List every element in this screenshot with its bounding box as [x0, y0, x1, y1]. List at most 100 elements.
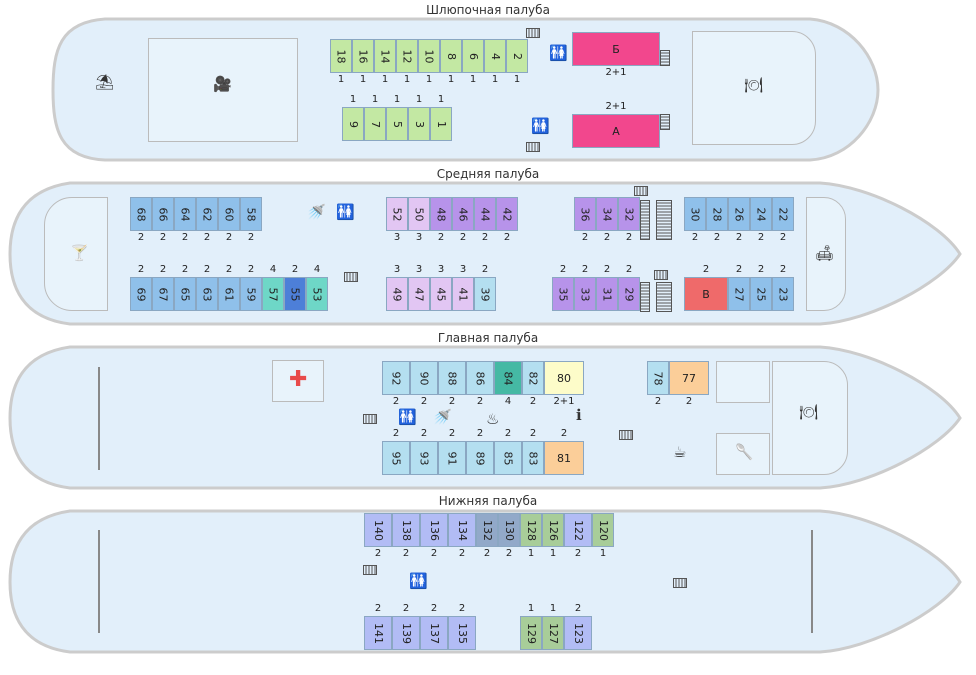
cabin-62[interactable]: 62 — [196, 197, 218, 231]
cabin-69[interactable]: 69 — [130, 277, 152, 311]
cabin-31[interactable]: 31 — [596, 277, 618, 311]
cabin-23[interactable]: 23 — [772, 277, 794, 311]
cabin-57[interactable]: 57 — [262, 277, 284, 311]
cabin-4[interactable]: 4 — [484, 39, 506, 73]
cabin-58[interactable]: 58 — [240, 197, 262, 231]
cabin-capacity: 1 — [425, 74, 433, 85]
cabin-10[interactable]: 10 — [418, 39, 440, 73]
cabin-61[interactable]: 61 — [218, 277, 240, 311]
cabin-93[interactable]: 93 — [410, 441, 438, 475]
restaurant-boat — [692, 31, 816, 145]
cabin-6[interactable]: 6 — [462, 39, 484, 73]
cabin-14[interactable]: 14 — [374, 39, 396, 73]
cabin-83[interactable]: 83 — [522, 441, 544, 475]
cabin-138[interactable]: 138 — [392, 513, 420, 547]
cabin-47[interactable]: 47 — [408, 277, 430, 311]
cabin-78[interactable]: 78 — [647, 361, 669, 395]
cabin-90[interactable]: 90 — [410, 361, 438, 395]
cabin-126[interactable]: 126 — [542, 513, 564, 547]
cabin-137[interactable]: 137 — [420, 616, 448, 650]
cabin-number: 64 — [178, 207, 192, 221]
medical-room — [272, 360, 324, 402]
cabin-128[interactable]: 128 — [520, 513, 542, 547]
cabin-67[interactable]: 67 — [152, 277, 174, 311]
cabin-30[interactable]: 30 — [684, 197, 706, 231]
cabin-Б[interactable]: Б — [572, 32, 660, 66]
cabin-3[interactable]: 3 — [408, 107, 430, 141]
cabin-35[interactable]: 35 — [552, 277, 574, 311]
cabin-95[interactable]: 95 — [382, 441, 410, 475]
cabin-89[interactable]: 89 — [466, 441, 494, 475]
cabin-44[interactable]: 44 — [474, 197, 496, 231]
cabin-68[interactable]: 68 — [130, 197, 152, 231]
cabin-65[interactable]: 65 — [174, 277, 196, 311]
cabin-39[interactable]: 39 — [474, 277, 496, 311]
cabin-А[interactable]: А — [572, 114, 660, 148]
cabin-18[interactable]: 18 — [330, 39, 352, 73]
cabin-66[interactable]: 66 — [152, 197, 174, 231]
stairs-icon — [654, 270, 668, 280]
cabin-46[interactable]: 46 — [452, 197, 474, 231]
cabin-5[interactable]: 5 — [386, 107, 408, 141]
cabin-36[interactable]: 36 — [574, 197, 596, 231]
cabin-27[interactable]: 27 — [728, 277, 750, 311]
cabin-130[interactable]: 130 — [498, 513, 520, 547]
cabin-capacity: 2 — [757, 264, 765, 275]
cabin-50[interactable]: 50 — [408, 197, 430, 231]
cabin-140[interactable]: 140 — [364, 513, 392, 547]
cabin-34[interactable]: 34 — [596, 197, 618, 231]
cabin-16[interactable]: 16 — [352, 39, 374, 73]
cabin-85[interactable]: 85 — [494, 441, 522, 475]
cabin-1[interactable]: 1 — [430, 107, 452, 141]
cabin-33[interactable]: 33 — [574, 277, 596, 311]
cabin-2[interactable]: 2 — [506, 39, 528, 73]
cabin-64[interactable]: 64 — [174, 197, 196, 231]
cabin-capacity: 1 — [527, 603, 535, 614]
cabin-132[interactable]: 132 — [476, 513, 498, 547]
cabin-48[interactable]: 48 — [430, 197, 452, 231]
cabin-88[interactable]: 88 — [438, 361, 466, 395]
cabin-capacity: 1 — [381, 74, 389, 85]
cabin-В[interactable]: В — [684, 277, 728, 311]
cabin-92[interactable]: 92 — [382, 361, 410, 395]
cabin-32[interactable]: 32 — [618, 197, 640, 231]
cabin-63[interactable]: 63 — [196, 277, 218, 311]
cabin-41[interactable]: 41 — [452, 277, 474, 311]
cabin-139[interactable]: 139 — [392, 616, 420, 650]
cabin-129[interactable]: 129 — [520, 616, 542, 650]
cabin-49[interactable]: 49 — [386, 277, 408, 311]
cabin-22[interactable]: 22 — [772, 197, 794, 231]
cabin-42[interactable]: 42 — [496, 197, 518, 231]
cabin-86[interactable]: 86 — [466, 361, 494, 395]
cabin-123[interactable]: 123 — [564, 616, 592, 650]
cabin-122[interactable]: 122 — [564, 513, 592, 547]
cabin-8[interactable]: 8 — [440, 39, 462, 73]
cabin-55[interactable]: 55 — [284, 277, 306, 311]
cabin-7[interactable]: 7 — [364, 107, 386, 141]
cabin-84[interactable]: 84 — [494, 361, 522, 395]
cabin-120[interactable]: 120 — [592, 513, 614, 547]
cabin-59[interactable]: 59 — [240, 277, 262, 311]
cabin-60[interactable]: 60 — [218, 197, 240, 231]
cabin-53[interactable]: 53 — [306, 277, 328, 311]
cabin-91[interactable]: 91 — [438, 441, 466, 475]
cabin-141[interactable]: 141 — [364, 616, 392, 650]
cabin-45[interactable]: 45 — [430, 277, 452, 311]
cabin-80[interactable]: 80 — [544, 361, 584, 395]
cabin-25[interactable]: 25 — [750, 277, 772, 311]
cabin-127[interactable]: 127 — [542, 616, 564, 650]
cabin-52[interactable]: 52 — [386, 197, 408, 231]
cabin-135[interactable]: 135 — [448, 616, 476, 650]
cabin-77[interactable]: 77 — [669, 361, 709, 395]
cabin-81[interactable]: 81 — [544, 441, 584, 475]
cabin-82[interactable]: 82 — [522, 361, 544, 395]
cabin-24[interactable]: 24 — [750, 197, 772, 231]
cabin-136[interactable]: 136 — [420, 513, 448, 547]
cabin-134[interactable]: 134 — [448, 513, 476, 547]
cabin-capacity: 2 — [481, 232, 489, 243]
cabin-28[interactable]: 28 — [706, 197, 728, 231]
cabin-12[interactable]: 12 — [396, 39, 418, 73]
cabin-9[interactable]: 9 — [342, 107, 364, 141]
cabin-29[interactable]: 29 — [618, 277, 640, 311]
cabin-26[interactable]: 26 — [728, 197, 750, 231]
